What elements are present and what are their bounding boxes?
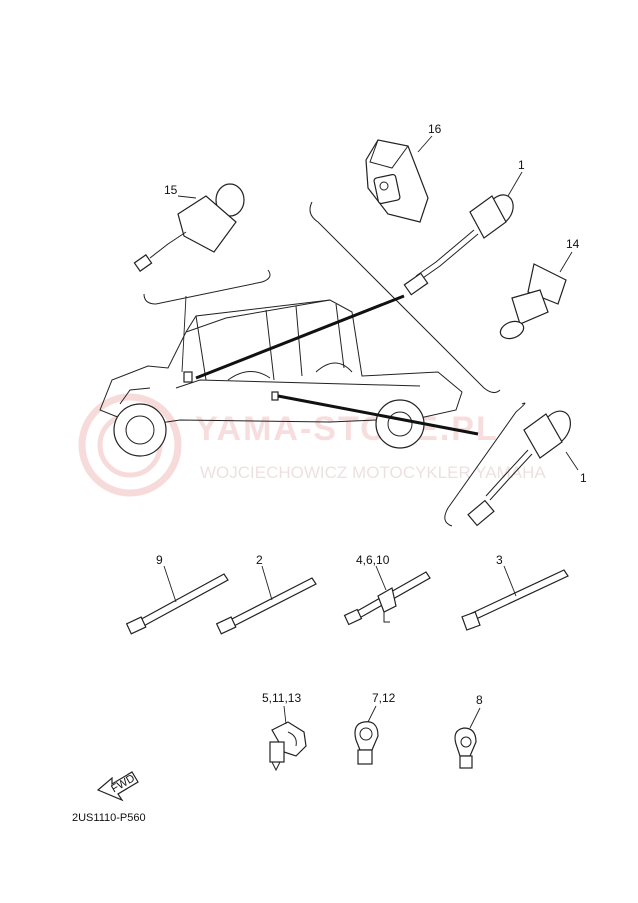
callout-7-12: 7,12 — [372, 691, 396, 705]
bracket-1-lower — [444, 402, 526, 527]
callout-3: 3 — [496, 553, 503, 567]
part-14-pressure-switch — [499, 251, 573, 340]
part-1-power-socket-lower — [467, 410, 579, 527]
part-2-cable-tie — [215, 565, 317, 635]
callout-4-6-10: 4,6,10 — [356, 553, 390, 567]
callout-15: 15 — [164, 183, 178, 197]
callout-14: 14 — [566, 237, 580, 251]
part-9-cable-tie — [125, 565, 229, 635]
part-8-clamp — [454, 707, 481, 769]
bracket-1-upper — [309, 201, 501, 394]
callout-16: 16 — [428, 122, 442, 136]
part-7-12-clamp — [354, 705, 379, 765]
callout-1-lower: 1 — [580, 471, 587, 485]
watermark-sub-text: WOJCIECHOWICZ MOTOCYKLER YAMAHA — [200, 463, 546, 482]
part-5-11-13-clamp — [269, 705, 307, 772]
callout-9: 9 — [156, 553, 163, 567]
callout-8: 8 — [476, 693, 483, 707]
bracket-15 — [143, 269, 271, 305]
part-16-connector-block — [365, 135, 433, 223]
fwd-label: FWD — [109, 772, 137, 795]
part-3-mount-tie — [461, 565, 569, 631]
fwd-arrow-icon: FWD — [96, 771, 139, 802]
diagram-code: 2US1110-P560 — [72, 812, 146, 824]
callout-5-11-13: 5,11,13 — [262, 691, 301, 705]
part-4-6-10-clip-tie — [343, 565, 431, 626]
part-1-power-socket-upper — [403, 171, 523, 296]
callout-2: 2 — [256, 553, 263, 567]
location-leaders — [181, 294, 479, 436]
callout-1-upper: 1 — [518, 158, 525, 172]
part-15-switch — [133, 183, 245, 272]
vehicle-outline — [99, 299, 463, 457]
